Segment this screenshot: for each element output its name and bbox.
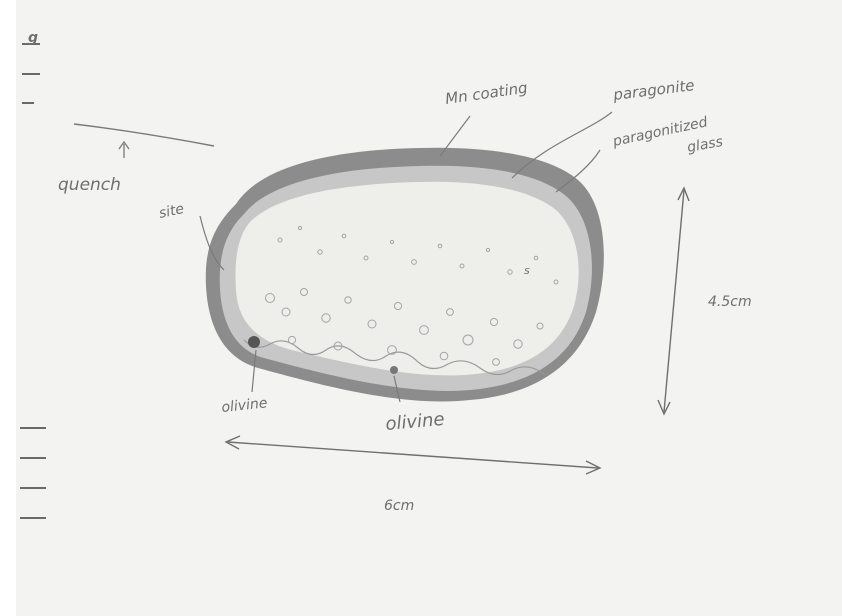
olivine-crystal xyxy=(390,366,398,374)
margin-ticks xyxy=(20,44,46,518)
label-paragonite: paragonite xyxy=(611,76,695,104)
label-olivine-bottom: olivine xyxy=(385,409,446,435)
label-height: 4.5cm xyxy=(708,294,752,310)
label-site: site xyxy=(158,201,186,222)
width-dimension-arrow xyxy=(226,436,600,474)
label-mn-coating: Mn coating xyxy=(444,79,529,108)
quench-line xyxy=(74,124,214,146)
label-glass: glass xyxy=(686,134,724,156)
label-olivine-left: olivine xyxy=(221,395,268,416)
label-quench: quench xyxy=(58,175,121,195)
olivine-crystal xyxy=(248,336,260,348)
corner-mark: g xyxy=(28,30,38,46)
label-width: 6cm xyxy=(384,498,414,514)
quench-arrow xyxy=(119,142,129,158)
height-dimension-arrow xyxy=(658,188,689,414)
label-s-mark: s xyxy=(524,264,530,277)
pillow-interior xyxy=(236,182,579,376)
